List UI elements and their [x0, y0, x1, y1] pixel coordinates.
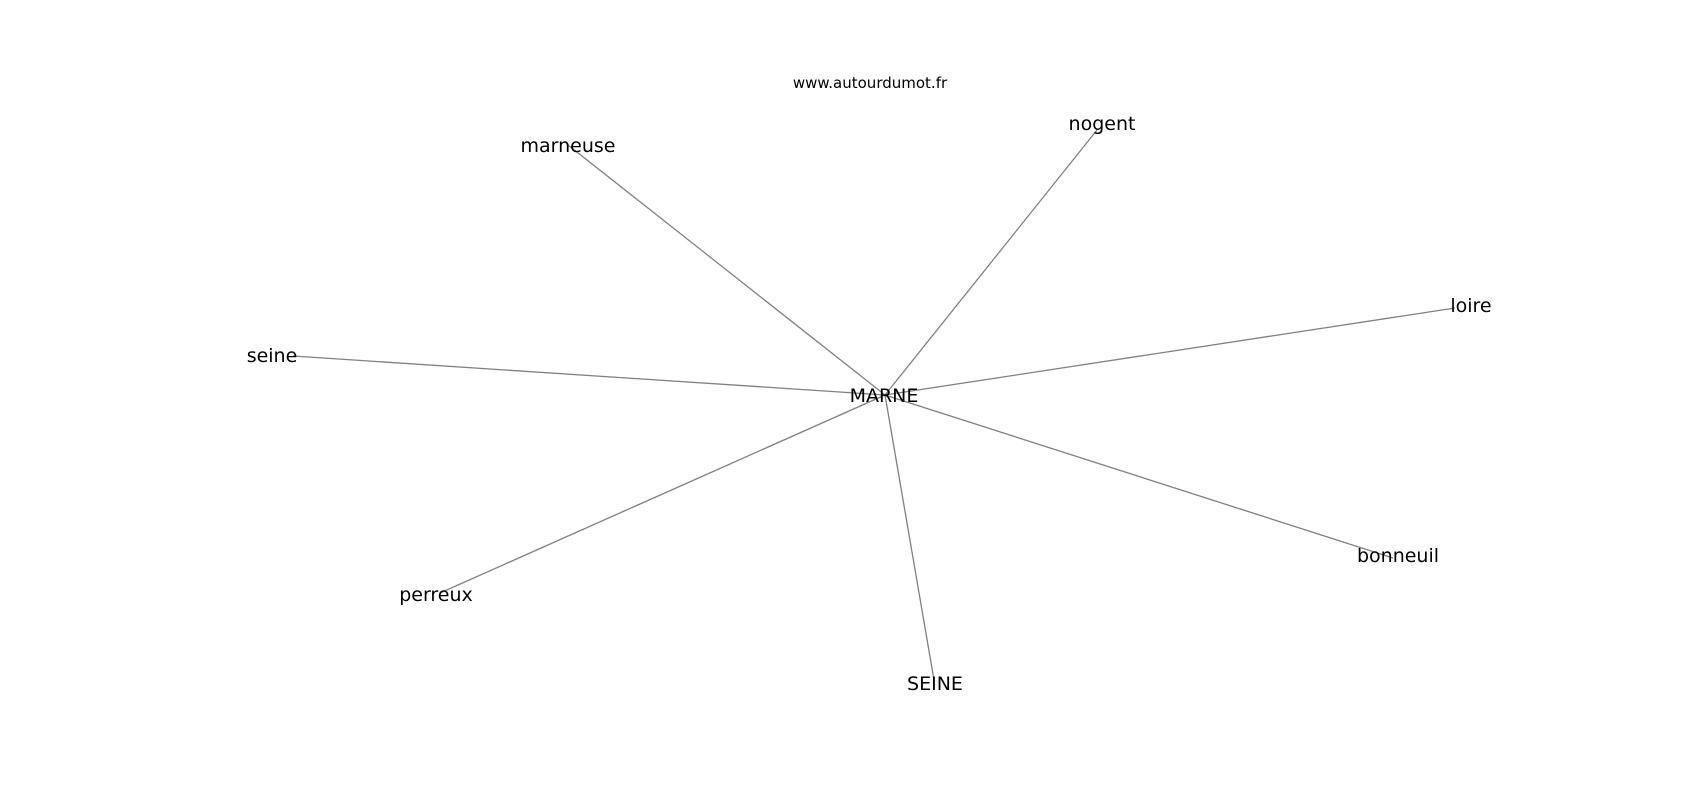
node-center-marne[interactable]: MARNE [850, 385, 919, 407]
edge-bonneuil [884, 394, 1394, 559]
node-perreux[interactable]: perreux [399, 584, 473, 606]
node-marneuse[interactable]: marneuse [521, 135, 616, 157]
edge-seine [292, 355, 886, 396]
node-loire[interactable]: loire [1450, 295, 1491, 317]
graph-nodes: MARNE marneuse nogent loire seine bonneu… [247, 113, 1492, 695]
edge-marneuse [567, 144, 886, 396]
edge-nogent [884, 129, 1098, 396]
node-bonneuil[interactable]: bonneuil [1357, 545, 1439, 567]
edge-loire [884, 307, 1456, 396]
node-nogent[interactable]: nogent [1069, 113, 1136, 135]
edge-seine-upper [884, 394, 935, 681]
edge-perreux [439, 394, 886, 594]
node-seine-upper[interactable]: SEINE [907, 673, 963, 695]
site-watermark: www.autourdumot.fr [793, 74, 948, 92]
node-seine[interactable]: seine [247, 345, 298, 367]
graph-edges [292, 129, 1456, 681]
